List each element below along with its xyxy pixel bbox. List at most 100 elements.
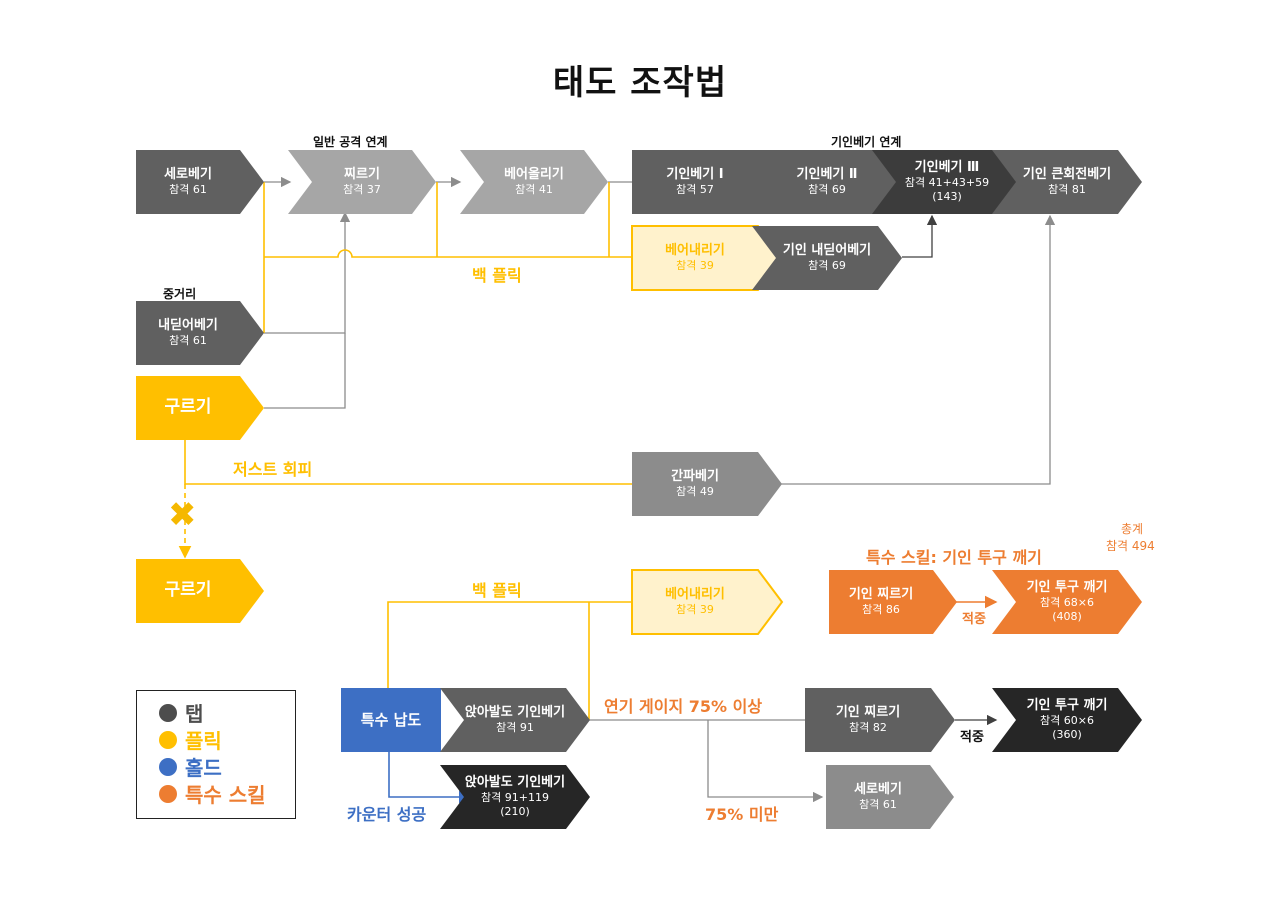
node-sub: 참격 81 — [1048, 183, 1086, 197]
node-shape-jjireugi — [288, 150, 436, 214]
node-name: 앉아발도 기인베기 — [464, 705, 566, 720]
tap-dot-icon — [159, 703, 177, 722]
node-shape-giin_jj2 — [805, 688, 955, 752]
node-name: 기인 내딛어베기 — [782, 243, 872, 258]
node-sub: 참격 41 — [515, 183, 553, 197]
node-sub: 참격 86 — [862, 603, 900, 617]
cross-icon: ✖ — [168, 495, 197, 535]
node-shape-teuksu — [341, 688, 441, 752]
node-shape-giin_tugu2 — [992, 688, 1142, 752]
special-dot-icon — [159, 784, 177, 803]
node-name: 앉아발도 기인베기 — [464, 775, 566, 791]
node-sub: 참격 91+119 — [481, 791, 549, 805]
tap-connectors — [264, 176, 1056, 803]
node-name: 세로베기 — [164, 167, 212, 182]
node-name: 세로베기 — [854, 782, 902, 797]
node-shape-sp_tugu — [992, 570, 1142, 634]
node-name: 특수 납도 — [360, 710, 422, 729]
gauge-over-label: 연기 게이지 75% 이상 — [604, 697, 763, 716]
node-sub: 참격 61 — [169, 183, 207, 197]
node-name: 기인 찌르기 — [848, 587, 914, 602]
node-gureugi1: 구르기 — [136, 376, 240, 440]
node-sub2: (143) — [932, 190, 962, 204]
node-shape-gureugi2 — [136, 559, 264, 623]
total-value: 참격 494 — [1106, 539, 1155, 553]
node-shape-serobegi2 — [826, 765, 954, 829]
node-sub: 참격 69 — [808, 259, 846, 273]
special-skill-title: 특수 스킬: 기인 투구 깨기 — [866, 548, 1042, 567]
node-shape-giin3 — [872, 150, 1022, 214]
flick-dot-icon — [159, 730, 177, 749]
node-shape-anja2 — [440, 765, 590, 829]
node-sub: 참격 57 — [676, 183, 714, 197]
hold-dot-icon — [159, 757, 177, 776]
total-label: 총계 — [1121, 522, 1144, 536]
back-flick-label: 백 플릭 — [472, 266, 522, 285]
node-sub: 참격 61 — [169, 334, 207, 348]
node-shape-ganpa — [632, 452, 782, 516]
legend-item-special: 특수 스킬 — [159, 780, 295, 807]
just-evade-label: 저스트 회피 — [233, 460, 313, 479]
node-name: 베어내리기 — [665, 587, 725, 602]
gauge-under-label: 75% 미만 — [705, 805, 779, 824]
section-label-mid-range: 중거리 — [163, 287, 197, 301]
node-name: 구르기 — [164, 580, 212, 601]
legend-item-flick: 플릭 — [159, 726, 295, 753]
node-name: 구르기 — [164, 397, 212, 418]
node-sub2: (210) — [500, 805, 530, 819]
section-label-spirit-chain: 기인베기 연계 — [831, 135, 902, 149]
node-name: 기인 투구 깨기 — [1026, 698, 1108, 714]
node-sub: 참격 41+43+59 — [904, 176, 990, 190]
node-name: 기인 찌르기 — [835, 705, 901, 720]
node-name: 베어내리기 — [665, 243, 725, 258]
node-shape-anja — [440, 688, 590, 752]
node-sub: 참격 37 — [343, 183, 381, 197]
node-sub: 참격 39 — [676, 259, 714, 273]
legend-item-tap: 탭 — [159, 699, 295, 726]
counter-success-label: 카운터 성공 — [347, 805, 427, 824]
node-name: 기인베기 Ⅰ — [666, 167, 724, 182]
node-shape-naeddid — [136, 301, 264, 365]
node-name: 간파베기 — [671, 469, 719, 484]
hold-connector — [388, 752, 472, 804]
legend: 탭 플릭 홀드 특수 스킬 — [136, 690, 296, 819]
node-name: 기인베기 Ⅱ — [796, 167, 858, 182]
node-shape-giin1 — [632, 150, 782, 214]
node-shape-giin_naeddid — [752, 226, 902, 290]
node-name: 내딛어베기 — [158, 318, 218, 333]
node-shape-beonaerigi2 — [631, 569, 784, 635]
node-name: 기인 큰회전베기 — [1022, 167, 1112, 182]
legend-item-hold: 홀드 — [159, 753, 295, 780]
node-sub: 참격 61 — [859, 798, 897, 812]
node-sub: 참격 68×6 — [1040, 596, 1094, 610]
node-sub: 참격 69 — [808, 183, 846, 197]
node-gureugi2: 구르기 — [136, 559, 240, 623]
flick-connectors — [178, 182, 664, 720]
stack-label-2: 적중 — [960, 730, 984, 745]
stack-label: 적중 — [962, 612, 986, 627]
node-sub2: (360) — [1052, 728, 1082, 742]
node-shape-beoolligi — [460, 150, 608, 214]
node-shape-giin_keun — [992, 150, 1142, 214]
node-sub: 참격 49 — [676, 485, 714, 499]
node-name: 기인베기 Ⅲ — [914, 160, 980, 176]
